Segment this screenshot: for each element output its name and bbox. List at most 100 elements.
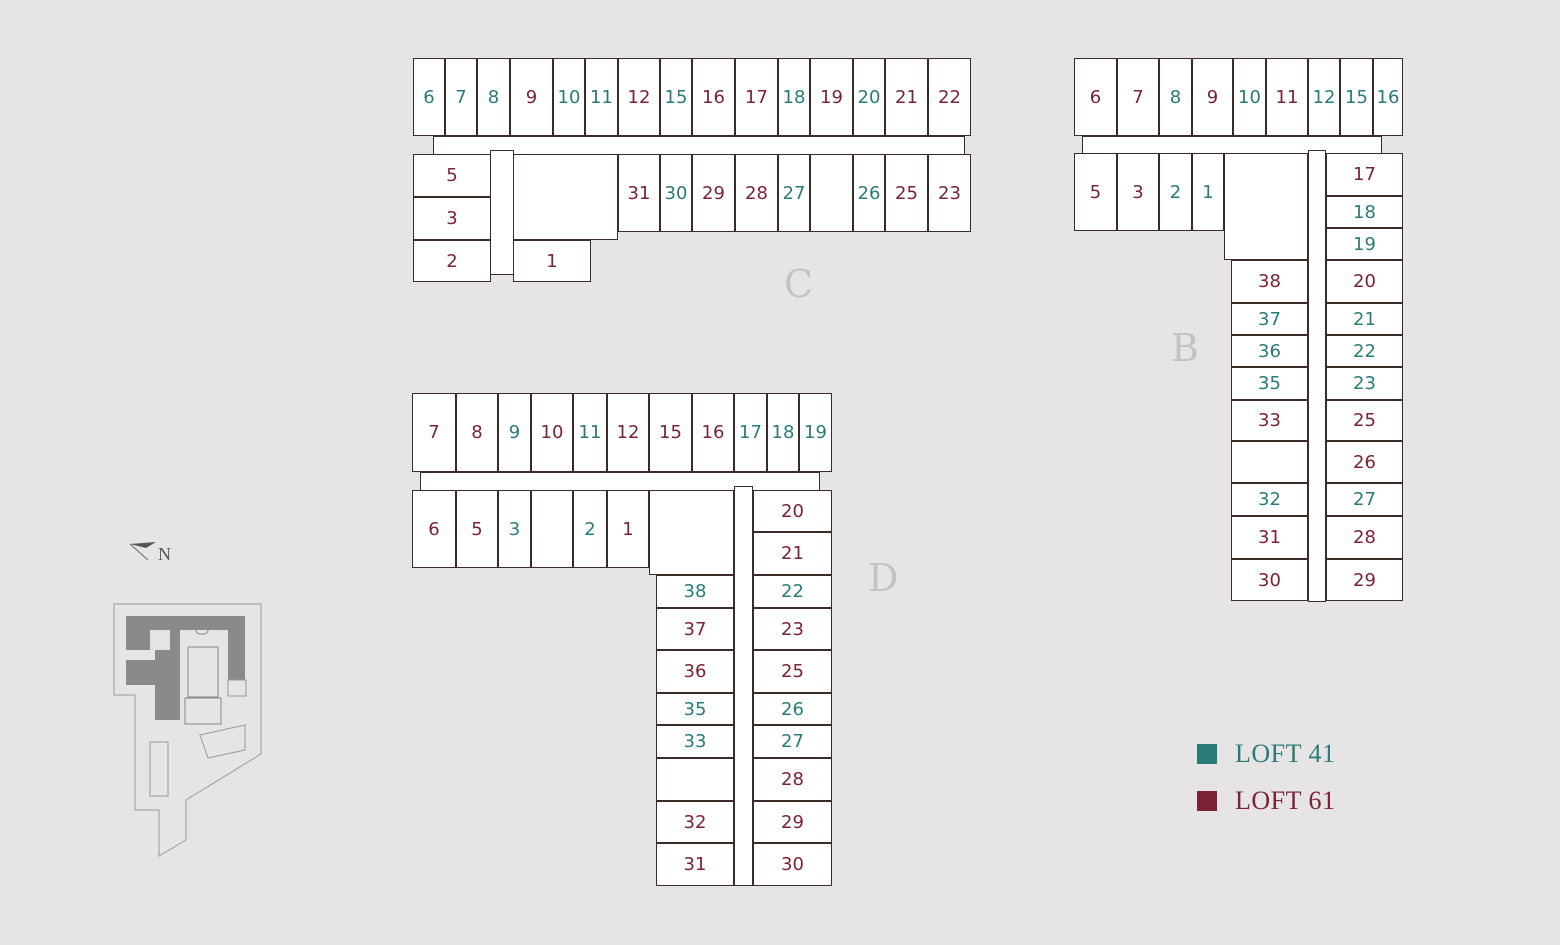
building-b-unit[interactable]: 8 [1159,58,1192,136]
building-c-unit[interactable]: 17 [735,58,778,136]
building-c-unit[interactable]: 10 [553,58,585,136]
building-b-unit[interactable]: 25 [1326,400,1403,441]
building-c-unit[interactable]: 21 [885,58,928,136]
building-d-unit[interactable]: 17 [734,393,767,472]
building-d-unit[interactable]: 15 [649,393,692,472]
building-d-unit[interactable]: 35 [656,693,734,725]
building-b-unit[interactable]: 38 [1231,260,1308,303]
building-b-unit[interactable]: 19 [1326,228,1403,260]
building-c-unit[interactable]: 6 [413,58,445,136]
building-d-unit[interactable]: 18 [767,393,799,472]
building-d-unit[interactable]: 16 [692,393,734,472]
building-c-unit[interactable]: 22 [928,58,971,136]
building-b-unit[interactable]: 18 [1326,196,1403,228]
building-d-unit[interactable]: 23 [753,608,832,650]
building-d-unit[interactable]: 6 [412,490,456,568]
building-b-unit[interactable]: 2 [1159,153,1192,231]
building-d-unit[interactable]: 38 [656,575,734,608]
unit-number: 16 [701,422,725,443]
building-d-unit[interactable]: 2 [573,490,607,568]
building-b-unit[interactable]: 9 [1192,58,1233,136]
building-b-unit[interactable]: 20 [1326,260,1403,303]
building-c-unit[interactable]: 3 [413,197,491,240]
building-d-unit[interactable]: 20 [753,490,832,532]
building-c-unit[interactable]: 25 [885,154,928,232]
building-b-unit[interactable]: 28 [1326,516,1403,559]
building-d-unit[interactable]: 3 [498,490,531,568]
building-c-unit[interactable]: 8 [477,58,510,136]
building-b-unit[interactable]: 27 [1326,483,1403,516]
building-d-unit[interactable]: 31 [656,843,734,886]
building-d-unit[interactable]: 12 [607,393,649,472]
building-b-unit[interactable]: 33 [1231,400,1308,441]
building-c-unit[interactable]: 27 [778,154,810,232]
building-c-unit[interactable]: 19 [810,58,853,136]
building-d-unit[interactable]: 37 [656,608,734,650]
building-d-unit[interactable]: 11 [573,393,607,472]
building-d-unit[interactable]: 32 [656,801,734,843]
building-b-unit[interactable]: 16 [1373,58,1403,136]
building-c-unit[interactable]: 31 [618,154,660,232]
north-arrow-icon [129,542,156,561]
building-c-unit[interactable]: 26 [853,154,885,232]
building-d-unit[interactable]: 7 [412,393,456,472]
building-b-unit[interactable]: 6 [1074,58,1117,136]
building-d-unit[interactable]: 5 [456,490,498,568]
building-c-unit[interactable]: 2 [413,240,491,282]
building-c-unit[interactable]: 20 [853,58,885,136]
building-b-unit[interactable]: 1 [1192,153,1224,231]
building-c-unit[interactable]: 15 [660,58,692,136]
building-c-unit[interactable]: 23 [928,154,971,232]
building-d-unit[interactable]: 10 [531,393,573,472]
building-b-unit[interactable]: 22 [1326,335,1403,367]
building-b-unit[interactable]: 30 [1231,559,1308,601]
building-b-unit[interactable]: 15 [1340,58,1373,136]
building-d-unit[interactable]: 30 [753,843,832,886]
building-c-unit[interactable]: 12 [618,58,660,136]
building-b-unit[interactable]: 35 [1231,367,1308,400]
building-b-unit[interactable]: 26 [1326,441,1403,483]
building-d-unit[interactable]: 22 [753,575,832,608]
building-b-unit[interactable]: 10 [1233,58,1266,136]
building-c-unit[interactable]: 29 [692,154,735,232]
building-c-unit[interactable]: 5 [413,154,491,197]
building-d-unit[interactable]: 36 [656,650,734,693]
building-c-unit[interactable]: 30 [660,154,692,232]
unit-number: 35 [683,698,707,720]
building-c-unit[interactable]: 28 [735,154,778,232]
building-d-unit[interactable]: 33 [656,725,734,758]
building-c-unit[interactable]: 1 [513,240,591,282]
building-b-unit[interactable]: 36 [1231,335,1308,367]
building-b-unit[interactable]: 7 [1117,58,1159,136]
building-b-unit[interactable]: 3 [1117,153,1159,231]
building-d-unit[interactable]: 27 [753,725,832,758]
building-b-unit[interactable]: 29 [1326,559,1403,601]
building-d-unit[interactable]: 1 [607,490,649,568]
unit-number: 8 [487,86,500,108]
building-c-unit[interactable]: 7 [445,58,477,136]
unit-number: 5 [1089,181,1102,203]
building-b-unit[interactable]: 37 [1231,303,1308,335]
building-b-unit[interactable]: 5 [1074,153,1117,231]
building-d-unit[interactable]: 26 [753,693,832,725]
building-c-unit[interactable]: 9 [510,58,553,136]
building-d-unit[interactable]: 19 [799,393,832,472]
building-c-unit[interactable]: 18 [778,58,810,136]
building-d-unit[interactable]: 25 [753,650,832,693]
building-d-unit[interactable]: 21 [753,532,832,575]
building-d-unit[interactable]: 28 [753,758,832,801]
building-b-unit[interactable]: 11 [1266,58,1308,136]
building-b-unit[interactable]: 21 [1326,303,1403,335]
building-b-unit[interactable]: 31 [1231,516,1308,559]
building-c-common-area [810,154,853,232]
building-d-unit[interactable]: 9 [498,393,531,472]
unit-number: 15 [1345,86,1368,108]
building-c-unit[interactable]: 11 [585,58,618,136]
building-b-unit[interactable]: 32 [1231,483,1308,516]
building-c-unit[interactable]: 16 [692,58,735,136]
building-b-unit[interactable]: 23 [1326,367,1403,400]
building-b-unit[interactable]: 12 [1308,58,1340,136]
building-d-unit[interactable]: 8 [456,393,498,472]
building-b-unit[interactable]: 17 [1326,153,1403,196]
building-d-unit[interactable]: 29 [753,801,832,843]
